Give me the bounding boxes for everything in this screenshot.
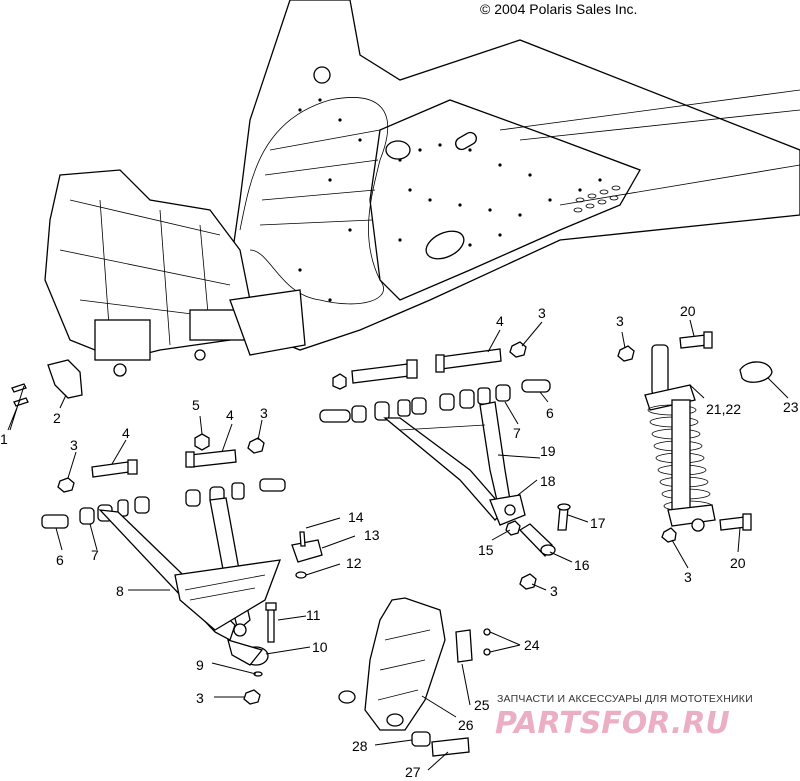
watermark-logo: PARTSFOR.RU (495, 706, 730, 741)
bolt-4b (189, 449, 237, 468)
callout-5: 5 (192, 397, 200, 413)
spindle-26 (364, 597, 446, 731)
callout-19: 19 (540, 443, 556, 459)
callout-4a: 4 (122, 425, 130, 441)
callout-9: 9 (196, 657, 204, 673)
bolt-20a (679, 334, 708, 349)
bolt-1-parts (11, 383, 29, 407)
bushing-28 (411, 731, 431, 747)
callout-3g: 3 (684, 569, 692, 585)
bolt-11 (267, 607, 275, 643)
callout-20b: 20 (730, 555, 746, 571)
callout-6a: 6 (56, 552, 64, 568)
panel-holes (298, 98, 602, 302)
callout-20a: 20 (680, 303, 696, 319)
callout-labels: 1 2 3 4 6 7 8 5 4 3 9 10 11 3 12 13 14 4… (0, 303, 799, 780)
callout-3a: 3 (70, 437, 78, 453)
bushing-6b (521, 379, 551, 393)
shock-body-21-22 (651, 344, 669, 396)
callout-11: 11 (306, 607, 321, 623)
callout-16: 16 (574, 557, 590, 573)
watermark: ЗАПЧАСТИ И АКСЕССУАРЫ ДЛЯ МОТОТЕХНИКИ PA… (495, 693, 753, 741)
callout-4b: 4 (226, 407, 234, 423)
bolt-20b (719, 516, 747, 531)
tunnel-louvers (573, 185, 621, 213)
callout-26: 26 (458, 717, 474, 733)
nut-3c (243, 689, 261, 705)
callout-25: 25 (474, 697, 490, 713)
callout-12: 12 (346, 555, 362, 571)
bushing-7b (495, 384, 511, 402)
nut-3b (247, 437, 265, 454)
chassis-frame (44, 0, 800, 377)
leader-lines (7, 319, 789, 771)
bolt-4c (351, 363, 410, 384)
callout-6b: 6 (546, 405, 554, 421)
nut-3e (519, 573, 537, 590)
callout-18: 18 (540, 473, 556, 489)
callout-4c: 4 (496, 313, 504, 329)
callout-3e: 3 (550, 583, 558, 599)
upper-a-arm-assembly (319, 341, 571, 590)
bracket-25 (455, 629, 473, 663)
clip-23 (739, 361, 773, 383)
callout-21-22: 21,22 (706, 401, 741, 417)
callout-1: 1 (0, 431, 8, 447)
callout-8: 8 (116, 583, 124, 599)
callout-27: 27 (405, 764, 421, 780)
nut-3a (57, 477, 75, 493)
bracket-2 (47, 359, 83, 399)
callout-7b: 7 (513, 425, 521, 441)
callout-23: 23 (783, 399, 799, 415)
callout-10: 10 (312, 639, 328, 655)
bushing-6a (41, 514, 69, 529)
callout-14: 14 (348, 509, 364, 525)
watermark-subtitle: ЗАПЧАСТИ И АКСЕССУАРЫ ДЛЯ МОТОТЕХНИКИ (497, 693, 753, 705)
copyright-text: © 2004 Polaris Sales Inc. (480, 1, 637, 17)
callout-3c: 3 (196, 690, 204, 706)
bushing-7a (79, 507, 95, 525)
bump-stop-13 (291, 539, 323, 563)
callout-24: 24 (524, 637, 540, 653)
callout-3d: 3 (538, 305, 546, 321)
callout-28: 28 (352, 738, 368, 754)
pin-17 (557, 507, 569, 531)
bolt-4a (91, 461, 130, 478)
lower-a-arm-assembly (11, 359, 323, 705)
callout-13: 13 (364, 527, 380, 543)
shock-assembly (617, 331, 773, 543)
pin-27 (431, 737, 470, 757)
callout-3f: 3 (616, 313, 624, 329)
callout-17: 17 (590, 515, 606, 531)
washer-5 (194, 433, 210, 451)
spindle-assembly (338, 597, 491, 757)
callout-15: 15 (478, 542, 494, 558)
callout-3b: 3 (260, 405, 268, 421)
nut-3g (661, 527, 677, 543)
callout-7a: 7 (91, 547, 99, 563)
callout-2: 2 (53, 410, 61, 426)
